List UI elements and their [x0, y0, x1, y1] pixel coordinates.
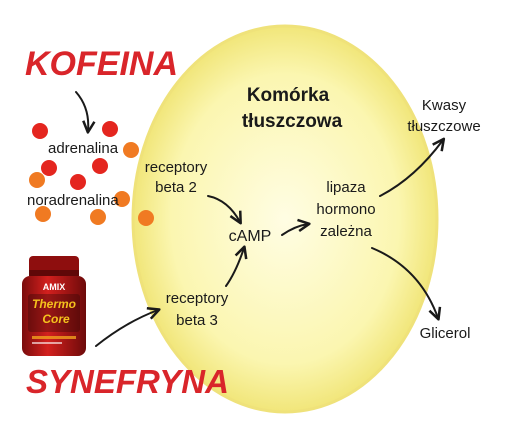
source-synefryna: SYNEFRYNA	[26, 363, 229, 400]
dot-red	[32, 123, 48, 139]
hormone-dots	[29, 121, 154, 226]
label-adrenalina: adrenalina	[48, 140, 119, 157]
arrow-beta3-to-camp	[225, 245, 248, 287]
label-camp: cAMP	[229, 228, 272, 245]
dot-red	[92, 158, 108, 174]
dot-red	[41, 160, 57, 176]
label-receptory-beta2-line1: receptory	[145, 159, 208, 176]
arrow-beta2-to-camp	[207, 195, 242, 225]
label-lipaza-line2: hormono	[316, 201, 375, 218]
label-kwasy-line1: Kwasy	[422, 97, 467, 114]
cell-title-line1: Komórka	[247, 85, 330, 106]
dot-orange	[35, 206, 51, 222]
label-glicerol: Glicerol	[420, 325, 471, 342]
dot-orange	[114, 191, 130, 207]
arrow-synefryna-to-beta3	[95, 306, 161, 347]
jar-name-line1: Thermo	[32, 297, 76, 311]
label-lipaza-line3: zależna	[320, 223, 372, 240]
jar-brand: AMIX	[43, 282, 66, 292]
arrow-lipaza-to-kwasy	[379, 137, 446, 197]
fat-cell	[131, 24, 439, 414]
source-kofeina: KOFEINA	[25, 45, 178, 83]
arrows	[75, 91, 446, 347]
label-kwasy-line2: tłuszczowe	[407, 118, 480, 135]
dot-orange	[123, 142, 139, 158]
label-lipaza-line1: lipaza	[326, 179, 366, 196]
product-jar: AMIX Thermo Core	[22, 256, 86, 356]
dot-orange	[138, 210, 154, 226]
label-receptory-beta3-line2: beta 3	[176, 312, 218, 329]
label-receptory-beta2-line2: beta 2	[155, 179, 197, 196]
arrow-lipaza-to-glicerol	[371, 247, 442, 321]
label-receptory-beta3-line1: receptory	[166, 290, 229, 307]
arrow-kofeina-to-dots	[75, 91, 96, 134]
cell-title-line2: tłuszczowa	[242, 111, 343, 132]
dot-red	[70, 174, 86, 190]
dot-orange	[29, 172, 45, 188]
dot-orange	[90, 209, 106, 225]
arrow-camp-to-lipaza	[281, 218, 311, 236]
label-noradrenalina: noradrenalina	[27, 192, 119, 209]
dot-red	[102, 121, 118, 137]
jar-name-line2: Core	[42, 312, 70, 326]
